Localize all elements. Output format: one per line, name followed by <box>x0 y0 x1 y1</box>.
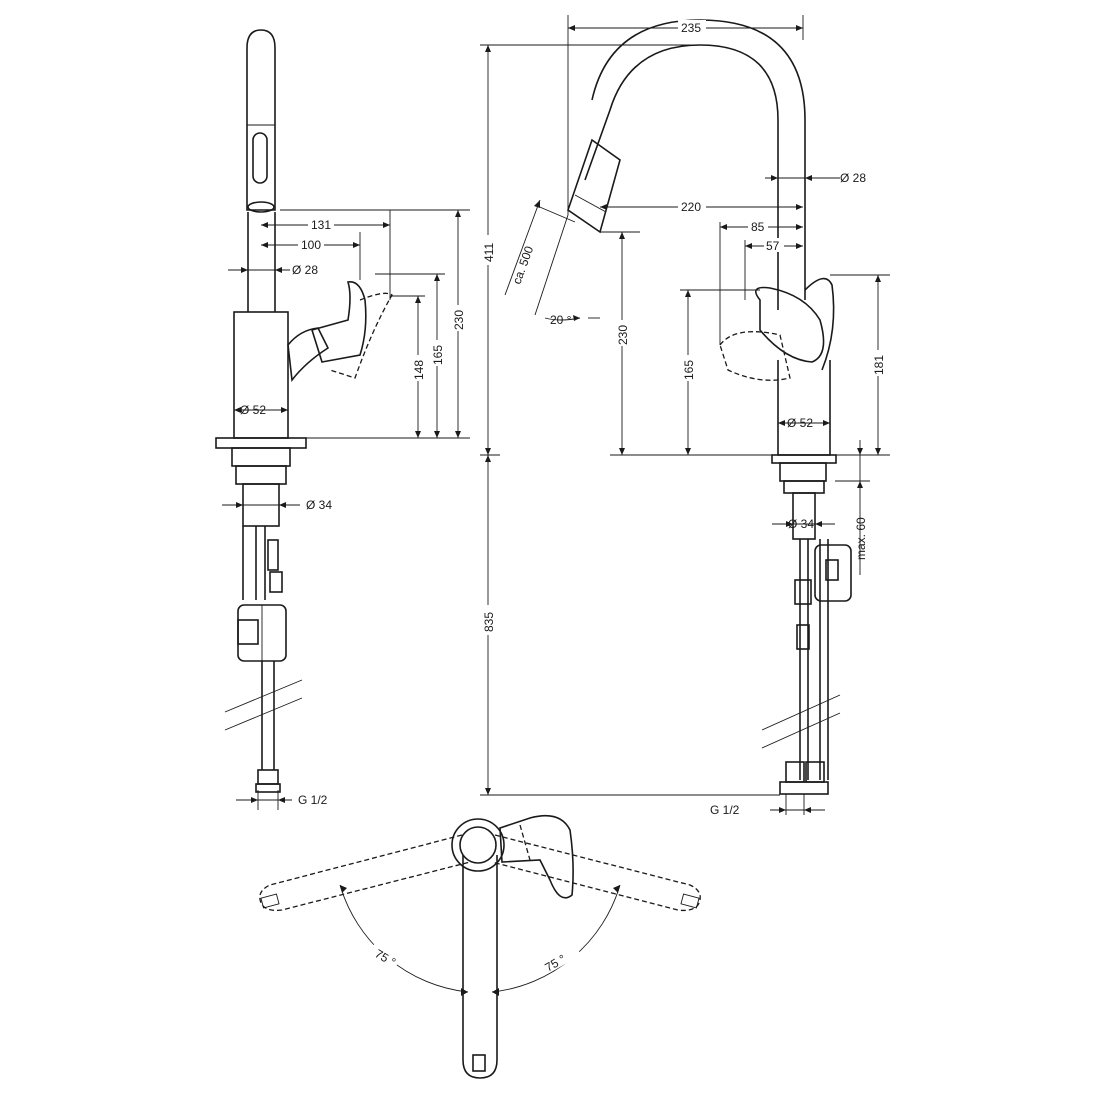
dim-220: 220 <box>681 200 701 214</box>
dim-angle-20: 20 ° <box>550 313 572 327</box>
front-view-dimensions: 235 Ø 28 220 85 57 ca. 500 20 ° <box>480 15 890 817</box>
spray-head <box>246 29 276 211</box>
spout-top-center <box>462 855 498 1079</box>
top-view: 75 ° 75 ° <box>259 814 701 1079</box>
spout-inner <box>591 19 806 300</box>
handle-base <box>287 327 330 383</box>
handle-top <box>499 814 574 899</box>
dim-148: 148 <box>412 360 426 380</box>
dim-181: 181 <box>872 355 886 375</box>
dim-411: 411 <box>482 243 496 262</box>
dim-131: 131 <box>311 218 331 232</box>
mounting-shank-front <box>792 492 816 540</box>
spout-swivel-right <box>491 834 701 912</box>
faucet-body-front <box>777 360 831 456</box>
spray-button <box>252 132 268 184</box>
dim-diameter-52: Ø 52 <box>240 403 266 417</box>
dim-diameter-52-front: Ø 52 <box>787 416 813 430</box>
side-view <box>215 29 393 793</box>
faucet-body <box>233 311 289 439</box>
swivel-arc-right <box>491 884 621 993</box>
spray-outlet <box>247 201 275 213</box>
clamp-nut <box>814 544 852 602</box>
handle-front <box>754 286 825 363</box>
spray-top-center <box>472 1054 486 1072</box>
dim-165: 165 <box>431 345 445 365</box>
dim-diameter-34-front: Ø 34 <box>788 517 814 531</box>
spout-outer <box>584 44 779 310</box>
side-view-dimensions: 131 100 Ø 28 Ø 52 Ø 34 148 <box>222 209 470 810</box>
handle-cap <box>804 277 835 371</box>
dim-835: 835 <box>482 612 496 632</box>
handle-lever <box>310 281 367 363</box>
dim-57: 57 <box>766 239 780 253</box>
dim-hose-length: ca. 500 <box>510 244 537 286</box>
dim-230-left: 230 <box>452 310 466 330</box>
dim-230-right: 230 <box>616 325 630 345</box>
spout-swivel-left <box>259 834 471 912</box>
base-plate-front <box>771 454 837 464</box>
handle-front-dashed <box>719 331 791 381</box>
dim-g-half-left: G 1/2 <box>298 793 328 807</box>
dim-100: 100 <box>301 238 321 252</box>
base-plate <box>215 437 307 449</box>
dim-diameter-28-front: Ø 28 <box>840 171 866 185</box>
handle-open-outline <box>329 292 393 379</box>
dim-diameter-34: Ø 34 <box>306 498 332 512</box>
dim-diameter-28: Ø 28 <box>292 263 318 277</box>
dim-85: 85 <box>751 220 765 234</box>
dim-165-right: 165 <box>682 360 696 380</box>
dim-235: 235 <box>681 21 701 35</box>
dim-max-60: max. 60 <box>854 517 868 560</box>
dim-g-half-right: G 1/2 <box>710 803 740 817</box>
base-circle <box>451 818 505 872</box>
swivel-arc-left <box>339 884 469 993</box>
front-view <box>567 19 852 795</box>
